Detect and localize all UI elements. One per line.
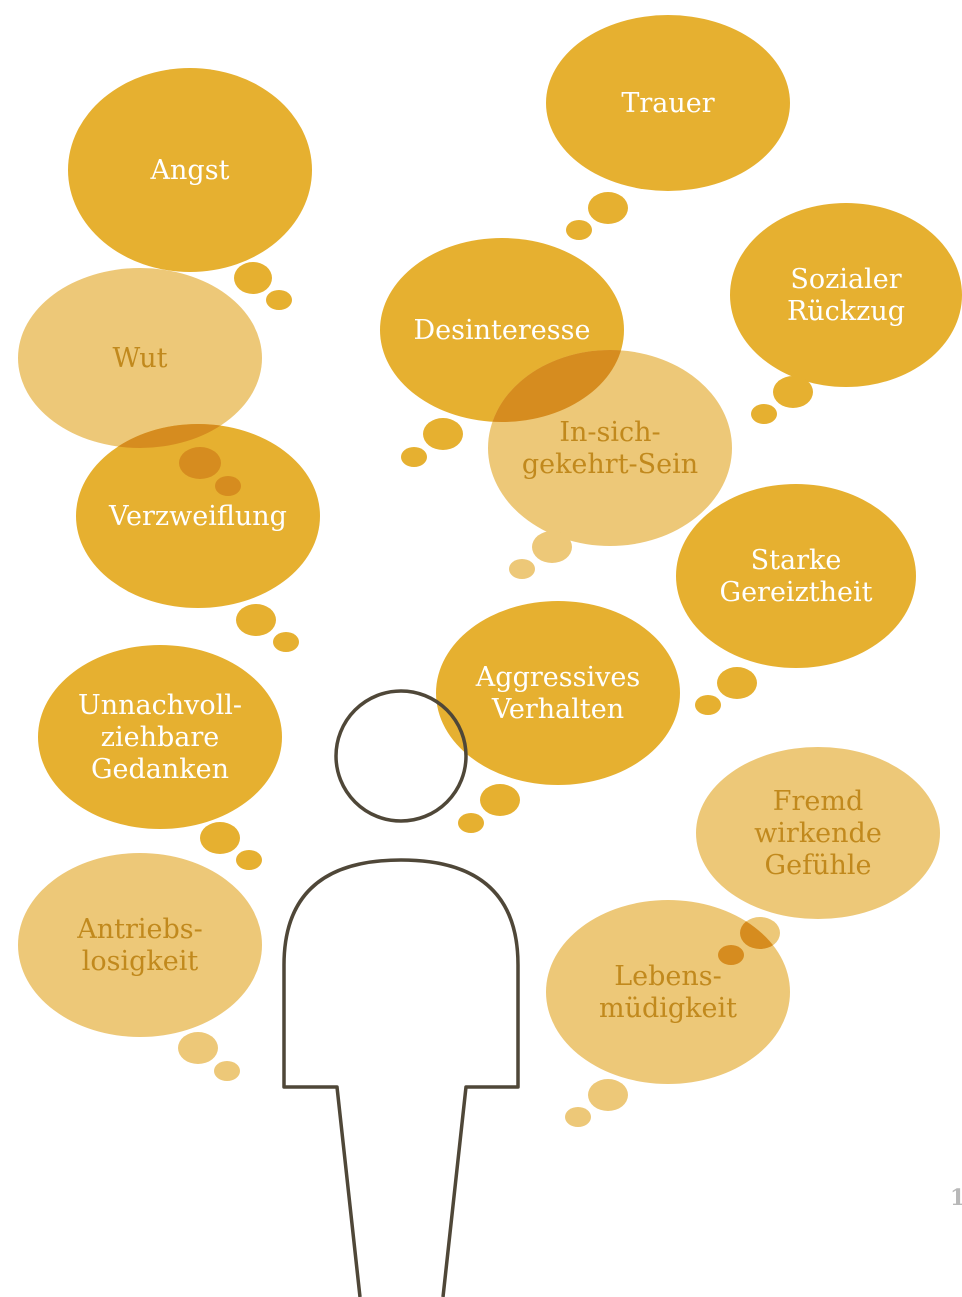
- bubble-starke-gereiztheit: [676, 484, 916, 715]
- bubble-label-antriebslosigkeit: Antriebs-losigkeit: [76, 914, 203, 977]
- bubble-label-line: ziehbare: [101, 722, 220, 753]
- bubble-label-in-sich-gekehrt-sein: In-sich-gekehrt-Sein: [522, 417, 698, 480]
- bubble-label-line: Gedanken: [91, 754, 229, 785]
- bubble-tail-dot: [200, 822, 240, 854]
- bubble-tail-dot: [423, 418, 463, 450]
- bubble-label-line: In-sich-: [559, 417, 660, 448]
- bubble-tail-dot: [401, 447, 427, 467]
- bubble-verzweiflung: [76, 424, 320, 652]
- bubble-shape: [436, 601, 680, 785]
- bubble-label-angst: Angst: [150, 155, 230, 186]
- bubble-label-line: Lebens-: [614, 961, 722, 992]
- bubble-label-line: Verhalten: [491, 694, 624, 725]
- bubble-shape: [38, 645, 282, 829]
- bubble-label-desinteresse: Desinteresse: [414, 315, 591, 346]
- bubble-tail-dot: [695, 695, 721, 715]
- bubble-sozialer-rueckzug: [730, 203, 962, 424]
- bubble-shape: [696, 747, 940, 919]
- bubble-label-line: losigkeit: [82, 946, 199, 977]
- bubble-label-line: Unnachvoll-: [78, 690, 242, 721]
- bubble-tail-dot: [273, 632, 299, 652]
- bubble-label-line: Antriebs-: [76, 914, 203, 945]
- bubble-shape: [676, 484, 916, 668]
- page-number: 1: [950, 1185, 962, 1211]
- bubble-label-line: Gefühle: [765, 850, 872, 881]
- bubble-label-line: Gereiztheit: [720, 577, 873, 608]
- bubble-overlap: [488, 350, 624, 422]
- bubble-tail-dot: [588, 192, 628, 224]
- bubble-label-wut: Wut: [113, 343, 168, 374]
- bubble-label-line: wirkende: [754, 818, 882, 849]
- bubble-label-line: Wut: [113, 343, 168, 374]
- bubble-label-verzweiflung: Verzweiflung: [108, 501, 287, 532]
- bubble-tail-dot: [565, 1107, 591, 1127]
- bubble-tail-dot: [480, 784, 520, 816]
- bubble-label-trauer: Trauer: [621, 88, 714, 119]
- bubble-label-line: Verzweiflung: [108, 501, 287, 532]
- bubble-tail-dot: [236, 850, 262, 870]
- bubble-shape: [18, 268, 262, 448]
- bubble-tail-dot: [236, 604, 276, 636]
- bubble-label-line: Sozialer: [790, 264, 901, 295]
- bubble-antriebslosigkeit: [18, 853, 262, 1081]
- bubble-tail-dot: [773, 376, 813, 408]
- person-outline-icon: [282, 689, 520, 1297]
- bubble-label-line: müdigkeit: [599, 993, 737, 1024]
- bubble-shape: [68, 68, 312, 272]
- bubble-tail-dot: [717, 667, 757, 699]
- bubble-label-line: Angst: [150, 155, 230, 186]
- bubble-label-line: Desinteresse: [414, 315, 591, 346]
- bubble-tail-dot: [566, 220, 592, 240]
- bubble-shape: [546, 15, 790, 191]
- bubble-tail-dot: [266, 290, 292, 310]
- bubble-label-line: Rückzug: [787, 296, 905, 327]
- bubble-label-lebensmuedigkeit: Lebens-müdigkeit: [599, 961, 737, 1024]
- bubble-tail-dot: [214, 1061, 240, 1081]
- bubble-angst: [68, 68, 312, 310]
- bubble-tail-dot: [509, 559, 535, 579]
- bubble-shape: [730, 203, 962, 387]
- bubble-label-line: gekehrt-Sein: [522, 449, 698, 480]
- bubble-overlap: [718, 945, 744, 965]
- bubble-overlap: [215, 476, 241, 496]
- bubble-tail-dot: [588, 1079, 628, 1111]
- bubble-unnachvollziehbare-gedanken: [38, 645, 282, 870]
- bubble-label-line: Starke: [751, 545, 842, 576]
- bubble-trauer: [546, 15, 790, 240]
- bubble-shape: [18, 853, 262, 1037]
- bubble-aggressives-verhalten: [436, 601, 680, 833]
- bubble-tail-dot: [751, 404, 777, 424]
- bubble-label-line: Aggressives: [475, 662, 640, 693]
- bubble-overlap: [179, 447, 221, 479]
- bubble-tail-dot: [178, 1032, 218, 1064]
- bubble-tail-dot: [532, 531, 572, 563]
- bubble-shape: [76, 424, 320, 608]
- bubble-tail-dot: [458, 813, 484, 833]
- bubble-label-line: Fremd: [773, 786, 864, 817]
- bubble-tail-dot: [234, 262, 272, 294]
- bubble-label-line: Trauer: [621, 88, 714, 119]
